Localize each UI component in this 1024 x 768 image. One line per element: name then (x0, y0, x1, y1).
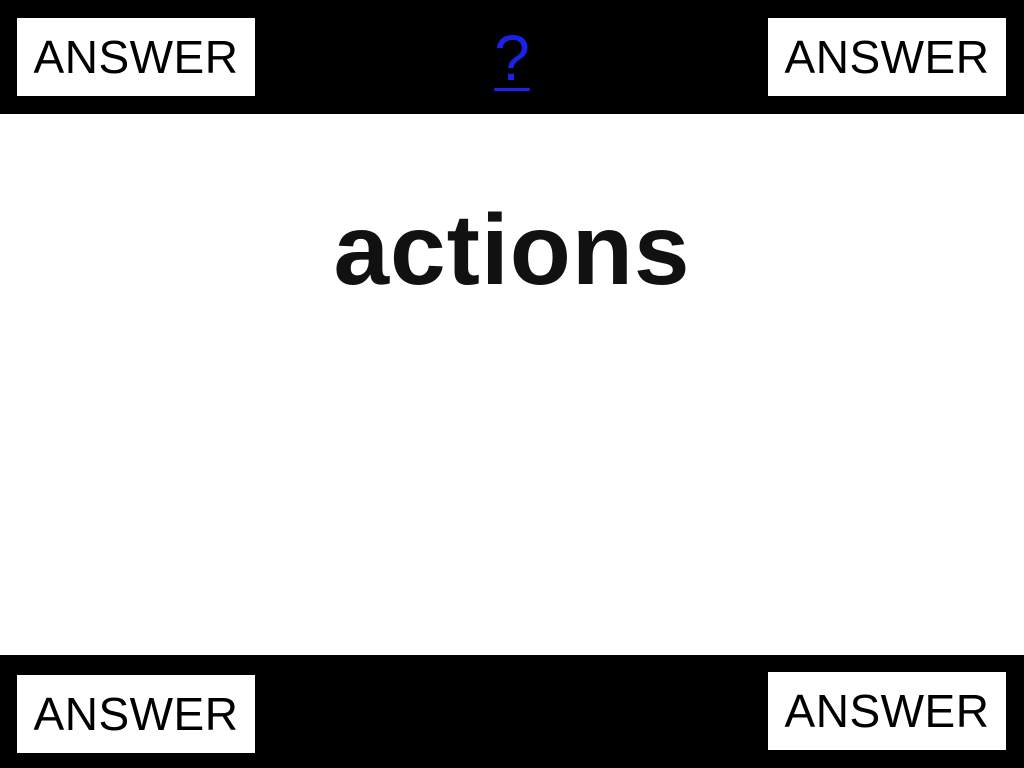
answer-button-bottom-left[interactable]: ANSWER (17, 675, 255, 753)
flashcard-word: actions (333, 194, 691, 306)
help-question-link[interactable]: ? (494, 22, 530, 94)
answer-button-bottom-right[interactable]: ANSWER (768, 672, 1006, 750)
answer-button-top-left[interactable]: ANSWER (17, 18, 255, 96)
answer-button-top-right[interactable]: ANSWER (768, 18, 1006, 96)
